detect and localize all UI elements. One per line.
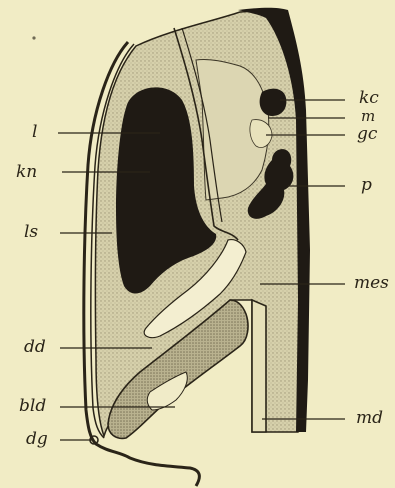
dark-blob-kc bbox=[260, 89, 287, 116]
label-dd: dd bbox=[24, 339, 46, 356]
label-m: m bbox=[361, 109, 375, 124]
label-kn: kn bbox=[16, 164, 37, 181]
label-mes: mes bbox=[354, 275, 389, 292]
label-dg: dg bbox=[26, 431, 48, 448]
label-l: l bbox=[32, 124, 37, 141]
label-bld: bld bbox=[19, 398, 46, 415]
label-kc: kc bbox=[359, 90, 379, 107]
label-p: p bbox=[361, 177, 372, 194]
label-gc: gc bbox=[357, 126, 377, 143]
label-ls: ls bbox=[24, 224, 38, 241]
duct-md bbox=[252, 300, 266, 432]
label-md: md bbox=[356, 410, 383, 427]
paper-speck bbox=[32, 36, 35, 39]
